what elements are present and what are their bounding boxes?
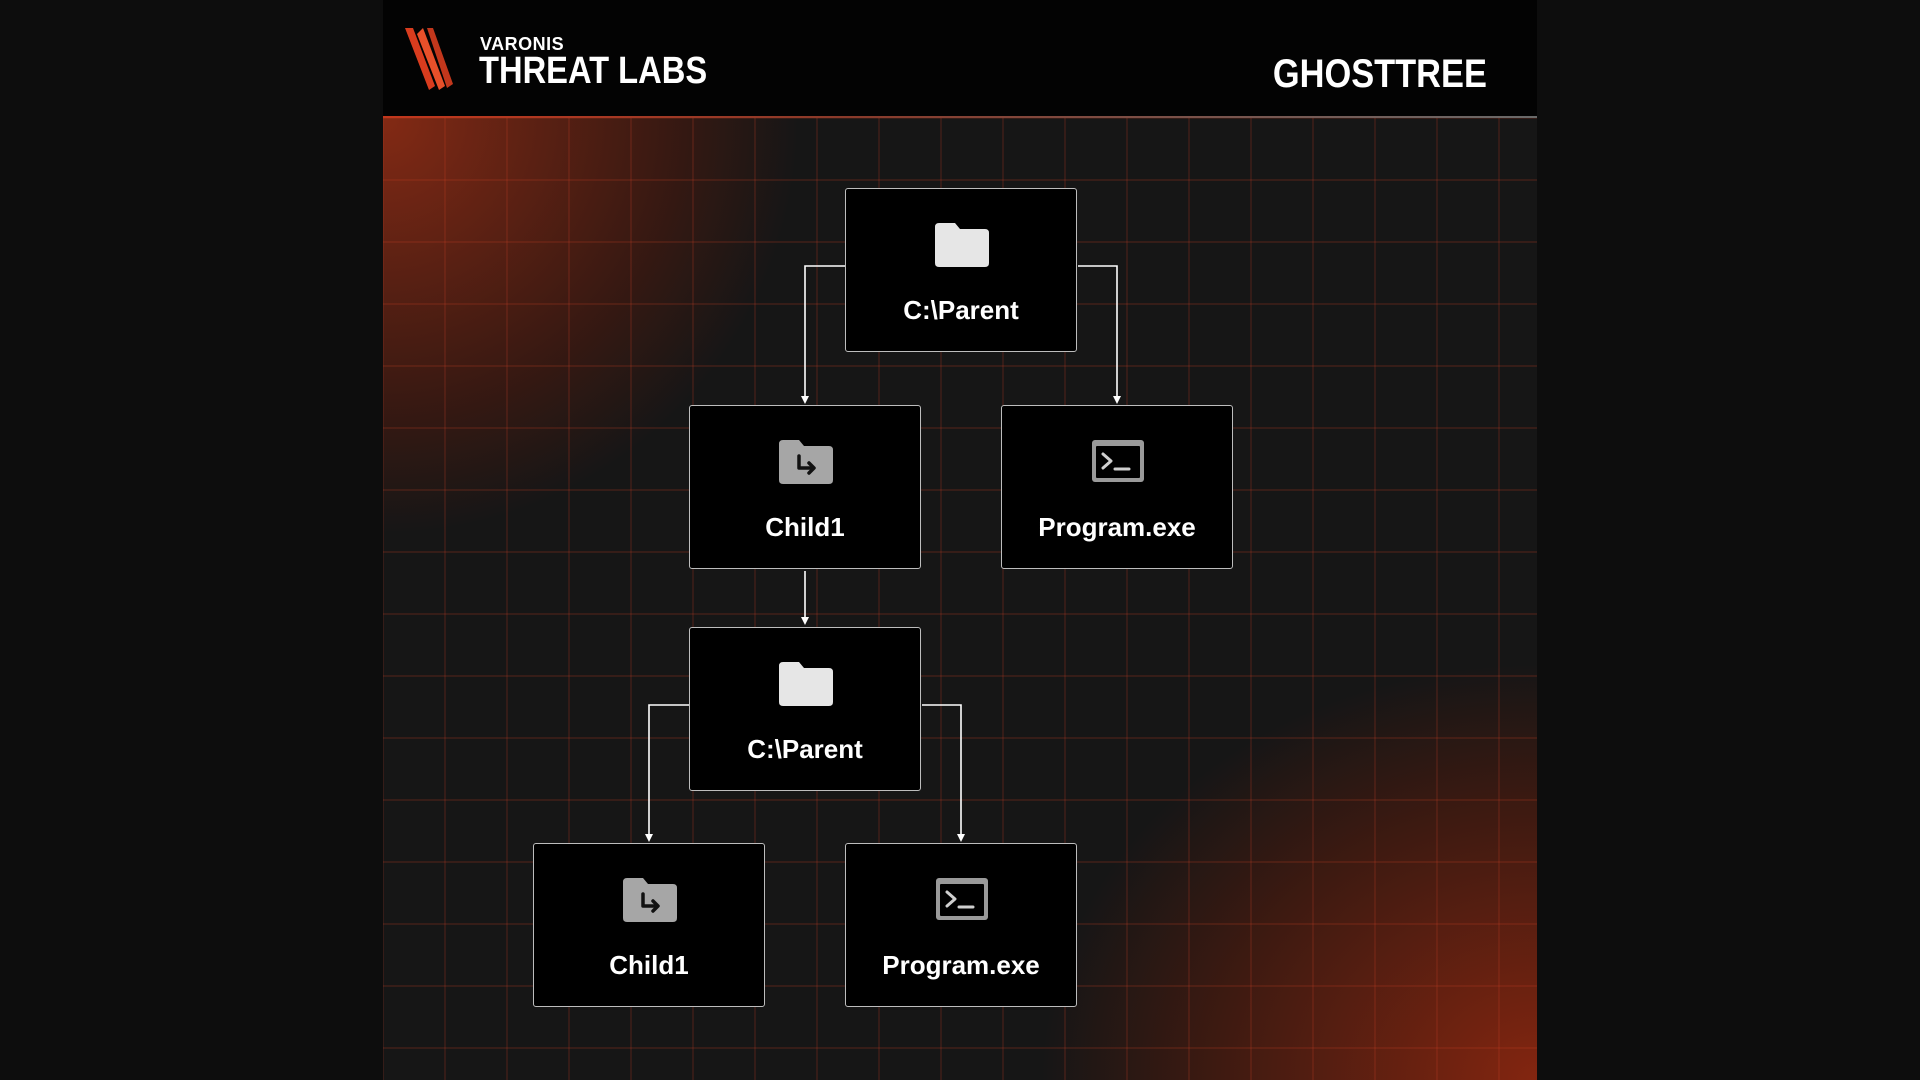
node-label: Program.exe — [1038, 512, 1196, 542]
node-label: C:\Parent — [903, 295, 1019, 325]
node-label: Program.exe — [882, 950, 1040, 980]
page-title: GHOSTTREE — [1272, 52, 1487, 96]
folder-icon — [779, 662, 833, 706]
header-divider — [383, 116, 1537, 118]
node-child1-top[interactable]: Child1 — [689, 405, 921, 569]
node-child1-bottom[interactable]: Child1 — [533, 843, 765, 1007]
diagram-card: VARONIS THREAT LABS GHOSTTREE C:\Parent — [383, 0, 1537, 1080]
brand-title: THREAT LABS — [479, 50, 708, 92]
node-label: C:\Parent — [747, 734, 863, 764]
folder-icon — [935, 223, 989, 267]
node-program-bottom[interactable]: Program.exe — [845, 843, 1077, 1007]
letterbox-right — [1537, 0, 1920, 1080]
node-program-top[interactable]: Program.exe — [1001, 405, 1233, 569]
brand-name: VARONIS — [480, 34, 565, 54]
letterbox-left — [0, 0, 383, 1080]
node-parent-root[interactable]: C:\Parent — [845, 188, 1077, 352]
folder-shortcut-icon — [623, 878, 677, 922]
node-label: Child1 — [765, 512, 845, 542]
header-bar: VARONIS THREAT LABS GHOSTTREE — [383, 0, 1537, 117]
node-label: Child1 — [609, 950, 689, 980]
terminal-icon — [1092, 440, 1144, 482]
folder-shortcut-icon — [779, 440, 833, 484]
flame-logo-icon — [405, 28, 453, 90]
terminal-icon — [936, 878, 988, 920]
node-parent-nested[interactable]: C:\Parent — [689, 627, 921, 791]
